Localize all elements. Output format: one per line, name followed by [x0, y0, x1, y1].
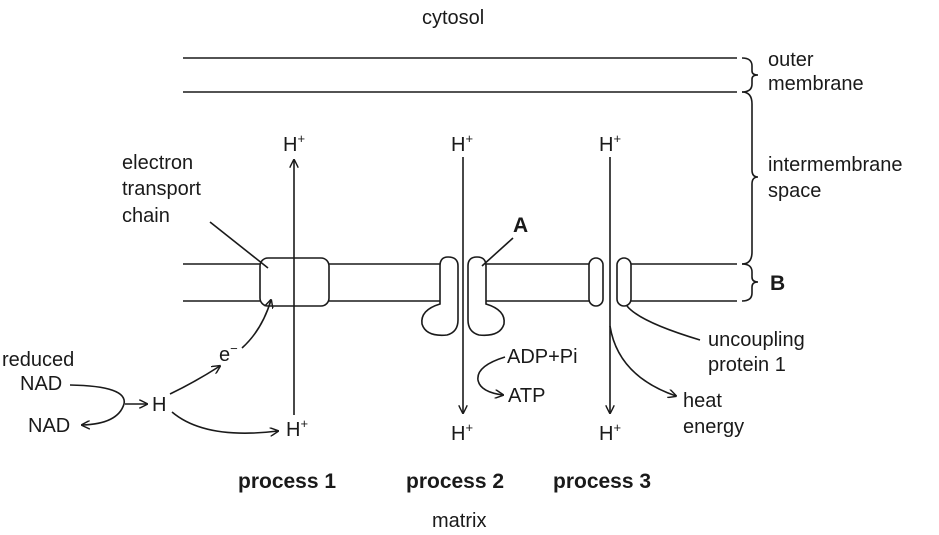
heat-energy-arrow — [609, 325, 676, 396]
reduced-nad-label-2: NAD — [20, 373, 62, 395]
process-1-label: process 1 — [238, 470, 336, 493]
etc-label-pointer — [209, 221, 269, 269]
outer-membrane-label: outer — [768, 49, 814, 71]
outer-membrane-brace — [741, 57, 759, 93]
etc-label-3: chain — [122, 205, 170, 227]
etc-label-2: transport — [122, 178, 201, 200]
intermembrane-brace — [741, 91, 759, 265]
nad-label: NAD — [28, 415, 70, 437]
label-a-pointer — [481, 237, 514, 267]
inner-membrane-brace — [741, 263, 759, 302]
etc-label: electron — [122, 152, 193, 174]
label-a: A — [513, 214, 528, 237]
atp-label: ATP — [508, 385, 545, 407]
heat-label-2: energy — [683, 416, 744, 438]
process3-proton-top: H+ — [599, 131, 621, 156]
process-2-label: process 2 — [406, 470, 504, 493]
process3-proton-bottom: H+ — [599, 420, 621, 445]
uncoupling-protein-label-2: protein 1 — [708, 354, 786, 376]
nad-cycle-arrow — [69, 384, 125, 425]
uncoupling-protein-right — [616, 257, 632, 307]
cytosol-label: cytosol — [422, 7, 484, 29]
uncoupling-protein-pointer — [626, 305, 701, 341]
reduced-nad-label: reduced — [2, 349, 74, 371]
intermembrane-space-label-2: space — [768, 180, 821, 202]
h-to-proton-arrow — [171, 411, 278, 433]
uncoupling-protein-left — [588, 257, 604, 307]
uncoupling-protein-label: uncoupling — [708, 329, 805, 351]
atp-synthase-right-half — [467, 256, 505, 337]
h-to-electron-arrow — [169, 366, 220, 395]
heat-label: heat — [683, 390, 722, 412]
adp-to-atp-arrow — [477, 356, 506, 395]
electron-label: e− — [219, 341, 238, 366]
atp-synthase-left-half — [421, 256, 459, 337]
outer-membrane-label-2: membrane — [768, 73, 864, 95]
matrix-label: matrix — [432, 510, 486, 532]
process1-proton-top: H+ — [283, 131, 305, 156]
process2-proton-top: H+ — [451, 131, 473, 156]
process1-proton-bottom: H+ — [286, 416, 308, 441]
process2-proton-bottom: H+ — [451, 420, 473, 445]
electron-to-etc-arrow — [241, 300, 271, 349]
process-3-label: process 3 — [553, 470, 651, 493]
hydrogen-label: H — [152, 394, 166, 416]
label-b: B — [770, 272, 785, 295]
adp-pi-label: ADP+Pi — [507, 346, 578, 368]
intermembrane-space-label: intermembrane — [768, 154, 903, 176]
